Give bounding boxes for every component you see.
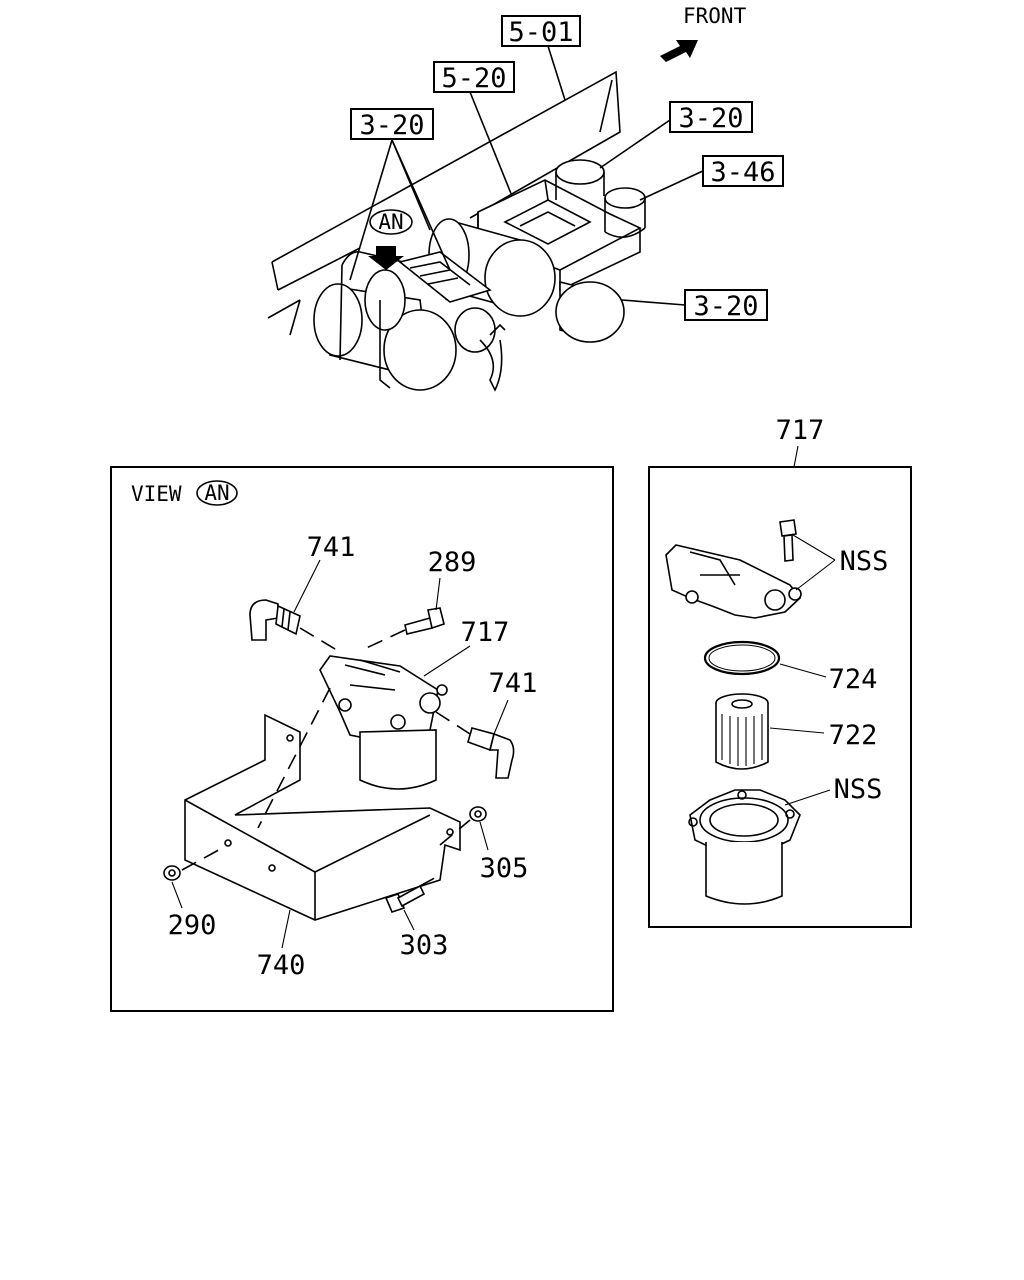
ref-box-tank-top-right: 3-20	[669, 101, 753, 134]
detail-panel-title: 717	[776, 415, 825, 446]
ref-box-tanks-left: 3-20	[350, 108, 434, 141]
part-label-bolt-bottom: 303	[400, 930, 449, 961]
part-label-elbow-right: 741	[489, 668, 538, 699]
front-label: FRONT	[683, 4, 747, 28]
detail-panel: 717 NSS 72	[648, 415, 912, 928]
view-marker-text: AN	[378, 210, 403, 234]
view-panel-marker: AN	[204, 481, 229, 505]
part-label-head-bolts: NSS	[840, 546, 889, 577]
top-leader-lines	[349, 45, 706, 306]
part-label-bowl: NSS	[834, 774, 883, 805]
part-label-filter-head: 717	[461, 617, 510, 648]
front-arrow-icon	[660, 40, 698, 62]
view-panel-marker-oval	[196, 480, 238, 506]
part-label-o-ring: 724	[829, 664, 878, 695]
ref-label-bracket: 5-20	[441, 63, 506, 94]
top-assembly-illustration	[267, 70, 646, 392]
part-label-elbow-left: 741	[307, 532, 356, 563]
part-label-element: 722	[829, 720, 878, 751]
ref-box-tank-bottom-right: 3-20	[684, 289, 768, 322]
part-label-bolt-top: 289	[428, 547, 477, 578]
ref-label-frame: 5-01	[508, 17, 573, 48]
ref-box-bracket: 5-20	[433, 61, 515, 94]
part-label-nut-left: 290	[168, 910, 217, 941]
ref-label-tank-right-cyl: 3-46	[710, 157, 775, 188]
ref-box-frame: 5-01	[501, 15, 581, 48]
ref-box-tank-right-cyl: 3-46	[702, 155, 784, 188]
part-label-nut-right: 305	[480, 853, 529, 884]
ref-label-tanks-left: 3-20	[359, 110, 424, 141]
ref-label-tank-top-right: 3-20	[678, 103, 743, 134]
view-marker-top: AN	[369, 209, 413, 235]
view-panel-title: VIEW	[131, 482, 182, 506]
ref-label-tank-bottom-right: 3-20	[693, 291, 758, 322]
part-label-bracket: 740	[257, 950, 306, 981]
view-panel: VIEW AN	[110, 466, 614, 1012]
